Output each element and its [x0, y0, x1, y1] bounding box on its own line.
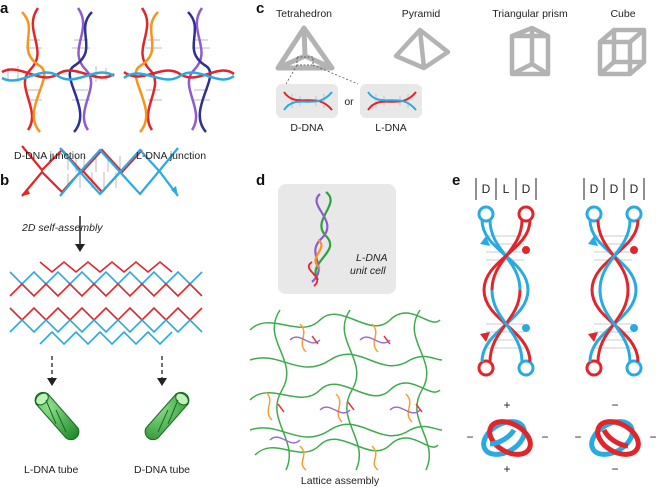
panel-b-lattice [10, 262, 202, 344]
panel-b-label: b [0, 172, 9, 189]
right-knot-sign-top: − [611, 398, 618, 412]
panel-b-dashed-arrows [47, 356, 167, 386]
d-dna-tube-caption: D-DNA tube [134, 464, 190, 476]
l-dna-junction-caption: L-DNA junction [136, 150, 206, 162]
d-dna-junction-caption: D-DNA junction [14, 150, 86, 162]
cube-label: Cube [610, 8, 635, 20]
right-knot-sign-bottom: − [611, 462, 618, 476]
d-dna-helix-label: D-DNA [290, 122, 323, 134]
pyramid-shape [396, 30, 448, 68]
left-knot-sign-right: − [541, 430, 548, 444]
panel-b-l-dna-tube [33, 391, 78, 440]
lattice-assembly-caption: Lattice assembly [301, 475, 379, 487]
left-knot-sign-top: + [503, 398, 510, 412]
unit-cell-label-line2: unit cell [350, 265, 386, 277]
or-label: or [344, 96, 353, 108]
panel-c-label: c [256, 0, 264, 17]
panel-a-right-junction [124, 8, 234, 132]
panel-e-left-braid [479, 207, 533, 375]
panel-e-right-knot [586, 415, 644, 461]
tetrahedron-label: Tetrahedron [276, 8, 332, 20]
right-header-3: D [630, 182, 639, 196]
left-knot-sign-bottom: + [503, 462, 510, 476]
lattice-assembly [250, 310, 442, 470]
panel-b-d-dna-tube [145, 391, 190, 440]
left-header-1: D [482, 182, 491, 196]
left-header-3: D [522, 182, 531, 196]
self-assembly-caption: 2D self-assembly [22, 222, 103, 234]
panel-e-right-braid [587, 207, 641, 375]
unit-cell-label-line1: L-DNA [356, 252, 388, 264]
right-knot-sign-right: − [649, 430, 656, 444]
panel-e-label: e [452, 172, 460, 189]
cube-shape [600, 30, 644, 74]
l-dna-helix-label: L-DNA [375, 122, 407, 134]
unit-cell-box [278, 184, 396, 294]
right-header-1: D [590, 182, 599, 196]
triangular-prism-shape [512, 28, 548, 74]
panel-e-left-knot [478, 415, 536, 461]
l-dna-tube-caption: L-DNA tube [24, 464, 78, 476]
panel-a-label: a [0, 0, 8, 17]
tetrahedron-shape [278, 28, 332, 68]
pyramid-label: Pyramid [402, 8, 441, 20]
left-header-2: L [503, 182, 510, 196]
right-knot-sign-left: − [574, 430, 581, 444]
left-knot-sign-left: − [466, 430, 473, 444]
right-header-2: D [610, 182, 619, 196]
panel-d-label: d [256, 172, 265, 189]
triangular-prism-label: Triangular prism [492, 8, 567, 20]
panel-a-left-junction [2, 8, 114, 132]
